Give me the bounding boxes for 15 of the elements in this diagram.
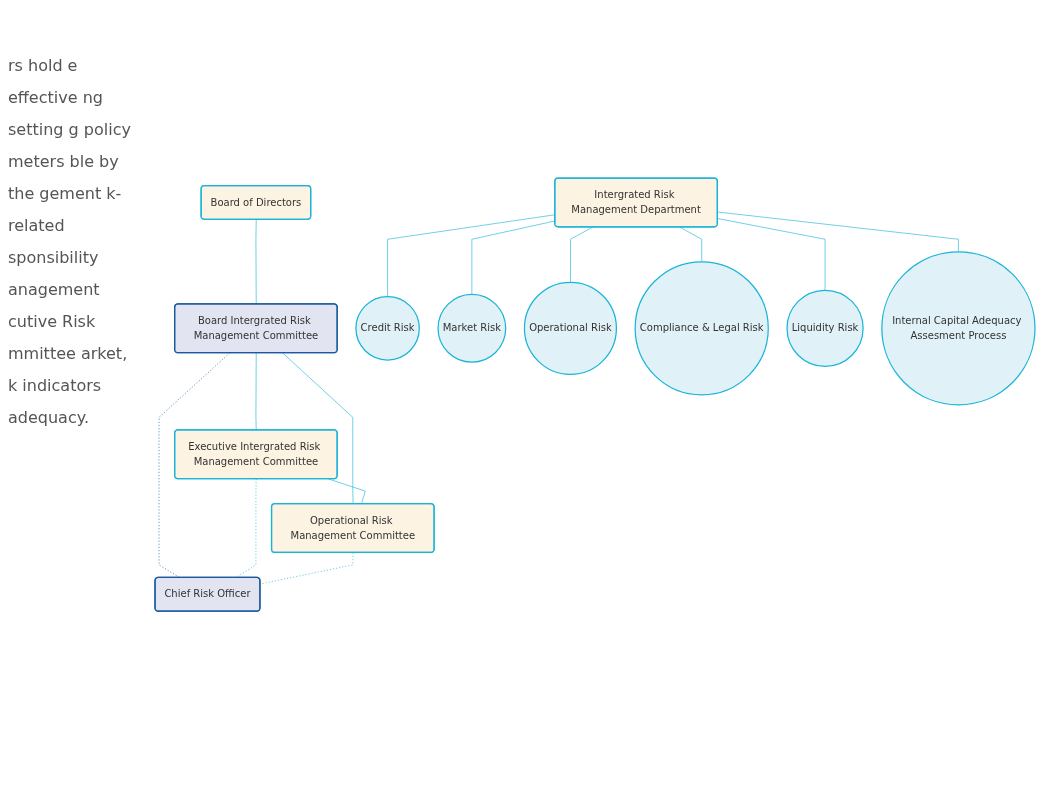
node-circle: Compliance & Legal Risk bbox=[634, 261, 769, 396]
node-circle: Liquidity Risk bbox=[786, 290, 864, 368]
connector bbox=[717, 212, 959, 253]
connector bbox=[259, 552, 354, 585]
connector bbox=[255, 353, 257, 431]
node-circle: Credit Risk bbox=[355, 296, 420, 362]
connector bbox=[255, 219, 257, 305]
connector bbox=[158, 353, 231, 579]
description-text: rs hold e effective ng setting g policy meters ble by the gement k-related sponsibility anagement cutive Risk mmittee arket, k indicators adequacy. bbox=[8, 55, 132, 429]
connector bbox=[282, 353, 354, 505]
connector bbox=[235, 479, 257, 579]
node-circle: Operational Risk bbox=[523, 282, 618, 376]
node-circle: Market Risk bbox=[437, 294, 507, 364]
node-circle: Internal Capital Adequacy Assesment Process bbox=[881, 251, 1036, 406]
connector bbox=[717, 218, 826, 292]
